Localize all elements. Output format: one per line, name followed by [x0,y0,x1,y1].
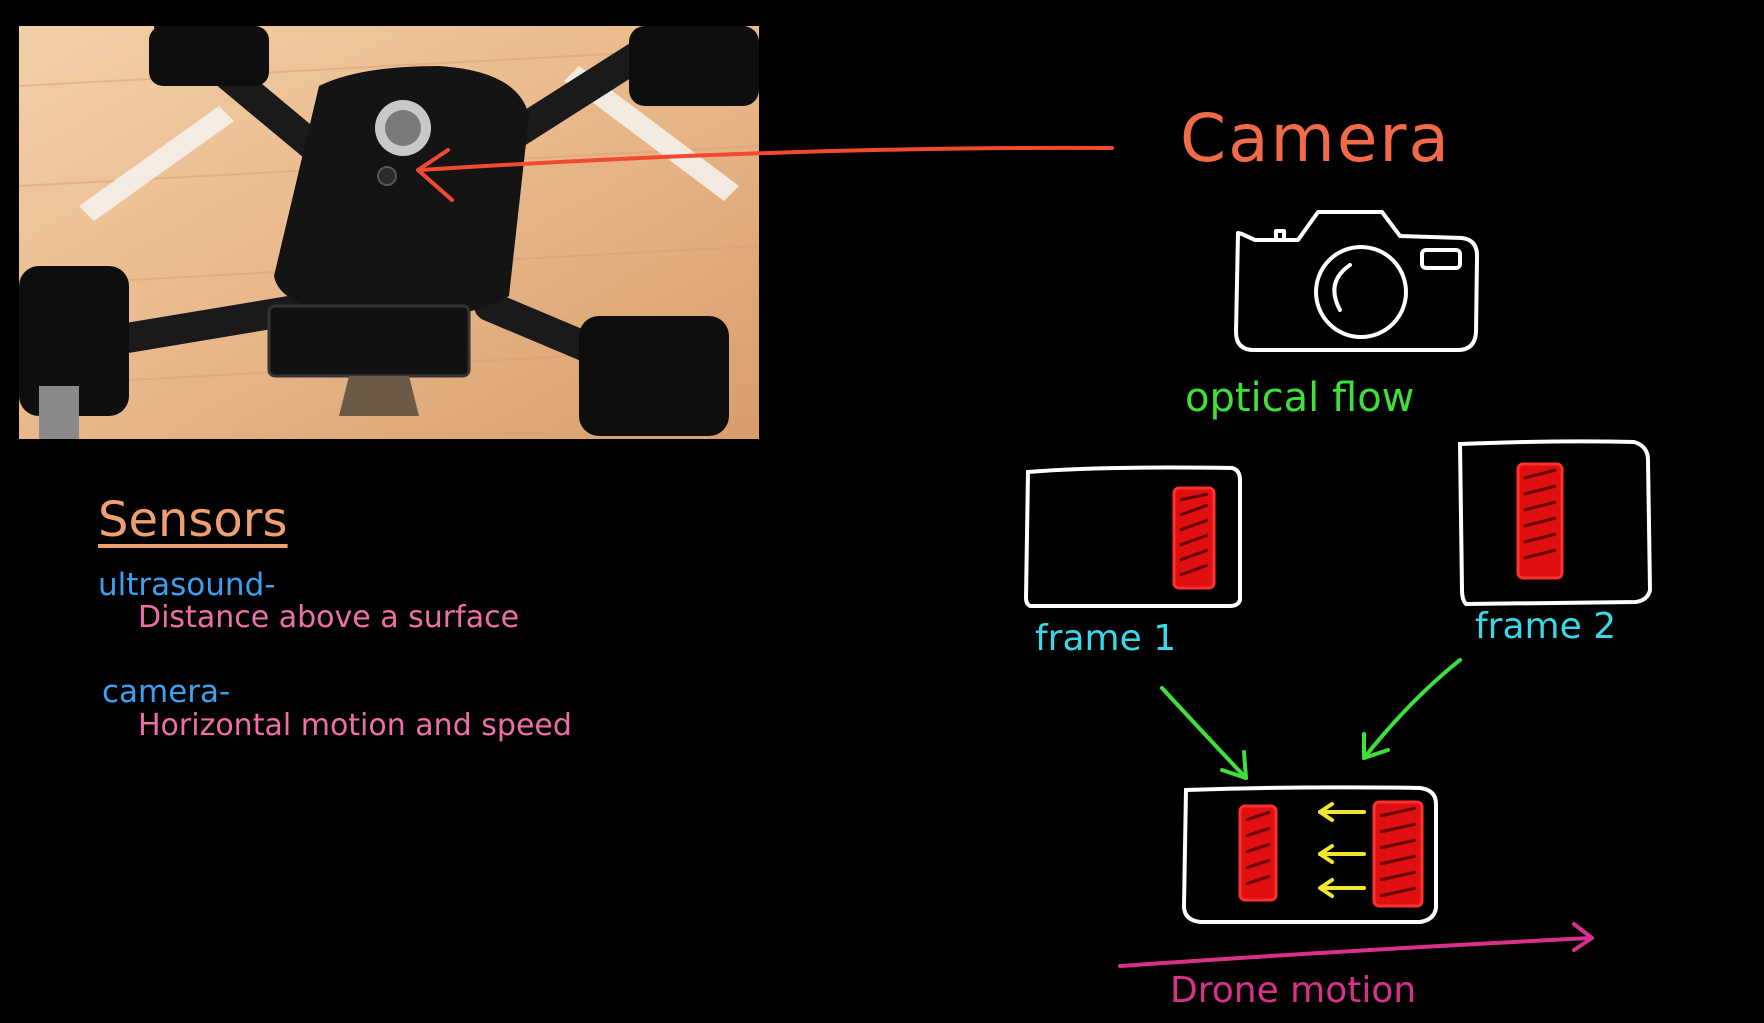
frame-1-object [1172,486,1216,590]
object-new-position [1372,800,1424,908]
frame-2-label: frame 2 [1475,606,1617,647]
object-old-position [1238,804,1278,902]
camera-sensor-description: Horizontal motion and speed [138,708,572,743]
camera-sensor-label: camera- [102,674,231,710]
camera-title: Camera [1180,100,1452,177]
pointer-arrow [416,145,1114,202]
green-arrows [1160,658,1462,780]
sensors-heading: Sensors [98,492,288,548]
frame-1-box [1023,465,1242,608]
frame-1-label: frame 1 [1035,618,1177,659]
drone-photo [19,26,759,439]
combined-frame-box [1181,785,1438,924]
ultrasound-label: ultrasound- [98,567,276,603]
drone-motion-arrow [1118,922,1594,968]
drone-underside-illustration [19,26,759,439]
optical-flow-label: optical flow [1185,375,1415,421]
camera-outline-icon [1234,210,1480,352]
frame-2-box [1457,439,1653,607]
drone-motion-label: Drone motion [1170,970,1417,1011]
ultrasound-description: Distance above a surface [138,600,520,635]
motion-arrows [1318,802,1366,898]
